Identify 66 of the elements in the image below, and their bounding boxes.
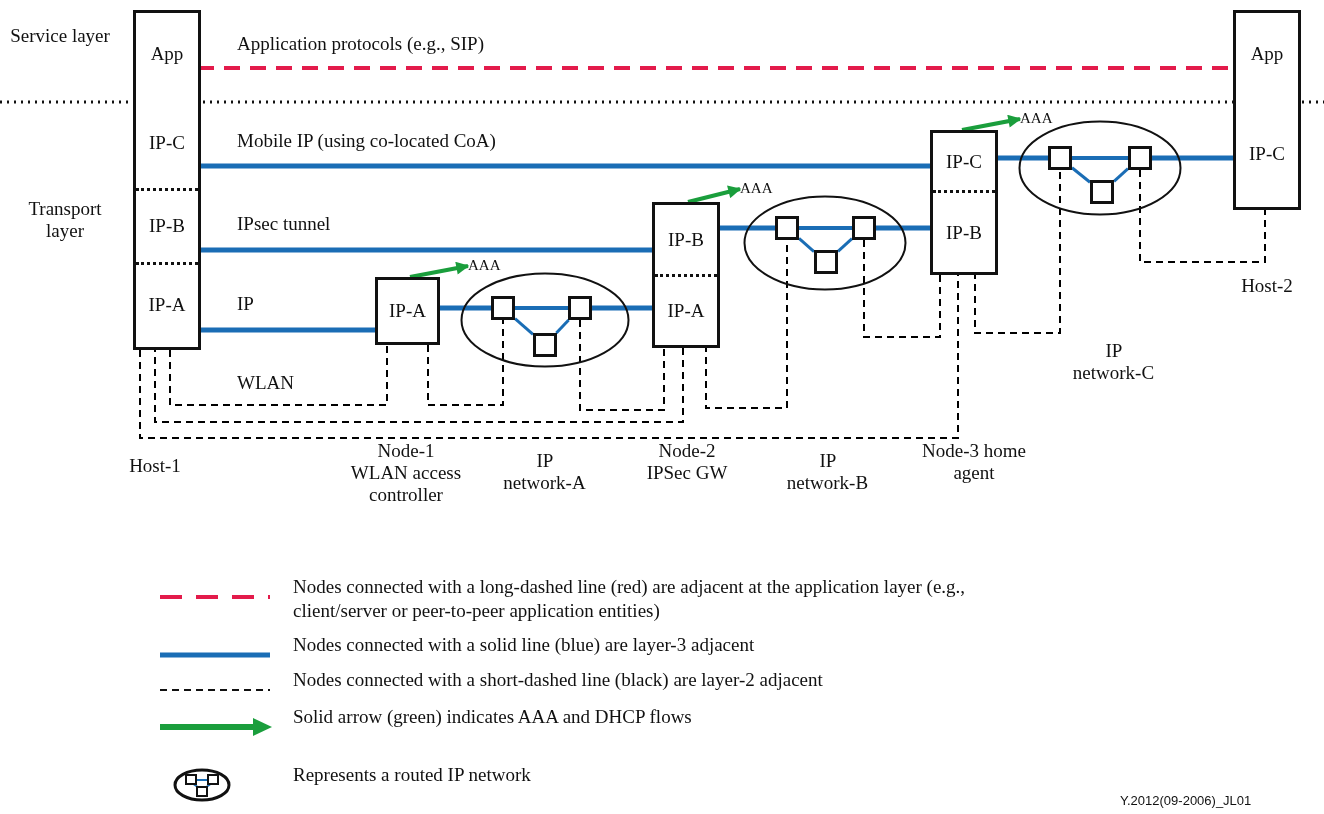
node-caption: IP network-A xyxy=(502,450,587,494)
link-line xyxy=(1071,166,1091,184)
arrow xyxy=(409,261,470,279)
router-box xyxy=(533,333,557,357)
protocol-layer: IP-A xyxy=(136,262,198,345)
link-line xyxy=(427,319,504,406)
device-box xyxy=(652,202,720,348)
router-box xyxy=(852,216,876,240)
link-line xyxy=(515,306,568,310)
protocol-layer: App xyxy=(1236,13,1298,95)
node-caption: Node-2 IPSec GW xyxy=(645,440,729,484)
link-line xyxy=(798,237,815,253)
node-caption: Node-1 WLAN access controller xyxy=(350,440,462,506)
aaa-label: AAA xyxy=(740,178,782,198)
link-line xyxy=(974,169,1061,334)
network-ellipse xyxy=(743,195,907,291)
link-line xyxy=(555,318,570,335)
layer-label: Transport layer xyxy=(27,198,103,242)
link-line xyxy=(579,319,665,411)
router-box xyxy=(814,250,838,274)
legend-text: Solid arrow (green) indicates AAA and DHCP flows xyxy=(293,705,693,729)
link-line xyxy=(1139,169,1266,263)
router-box xyxy=(775,216,799,240)
protocol-layer: IP-C xyxy=(136,100,198,185)
link-line xyxy=(514,317,534,336)
link-line xyxy=(440,305,491,311)
network-ellipse xyxy=(460,272,630,368)
legend-text: Nodes connected with a long-dashed line (red) are adjacent at the application layer (e.g., client/server or peer-to-peer application entities) xyxy=(293,575,967,623)
device-box xyxy=(1233,10,1301,210)
node-caption: Node-3 home agent xyxy=(921,440,1027,484)
edge-label: Application protocols (e.g., SIP) xyxy=(237,33,484,55)
aaa-label: AAA xyxy=(468,255,510,275)
router-box xyxy=(568,296,592,320)
router-box xyxy=(491,296,515,320)
link-line xyxy=(169,344,388,406)
aaa-label: AAA xyxy=(1020,108,1062,128)
protocol-layer: IP-B xyxy=(933,190,995,272)
node-caption: IP network-B xyxy=(785,450,870,494)
link-line xyxy=(837,237,853,253)
protocol-layer: App xyxy=(136,13,198,95)
link-line xyxy=(1072,156,1128,160)
figure-reference: Y.2012(09-2006)_JL01 xyxy=(1120,792,1253,810)
router-box xyxy=(1128,146,1152,170)
protocol-layer: IP-A xyxy=(655,274,717,345)
device-box xyxy=(930,130,998,275)
protocol-layer: IP-B xyxy=(136,188,198,260)
arrow xyxy=(961,114,1022,132)
edge-label: Mobile IP (using co-located CoA) xyxy=(237,130,496,152)
legend-text: Nodes connected with a short-dashed line (black) are layer-2 adjacent xyxy=(293,668,824,692)
legend-text: Represents a routed IP network xyxy=(293,763,532,787)
node-caption: Host-2 xyxy=(1240,275,1294,297)
protocol-layer: IP-C xyxy=(933,133,995,190)
node-caption: Host-1 xyxy=(128,455,182,477)
protocol-layer: IP-C xyxy=(1236,100,1298,207)
node-caption: IP network-C xyxy=(1071,340,1156,384)
link-line xyxy=(799,226,852,230)
legend-text: Nodes connected with a solid line (blue) are layer-3 adjacent xyxy=(293,633,756,657)
router-box xyxy=(1048,146,1072,170)
device-box xyxy=(133,10,201,350)
protocol-layer: IP-B xyxy=(655,205,717,274)
layer-label: Service layer xyxy=(10,25,110,47)
device-box: IP-A xyxy=(375,277,440,345)
arrow xyxy=(687,185,742,204)
router-box xyxy=(1090,180,1114,204)
link-line xyxy=(1113,167,1129,183)
link-line xyxy=(863,239,941,338)
